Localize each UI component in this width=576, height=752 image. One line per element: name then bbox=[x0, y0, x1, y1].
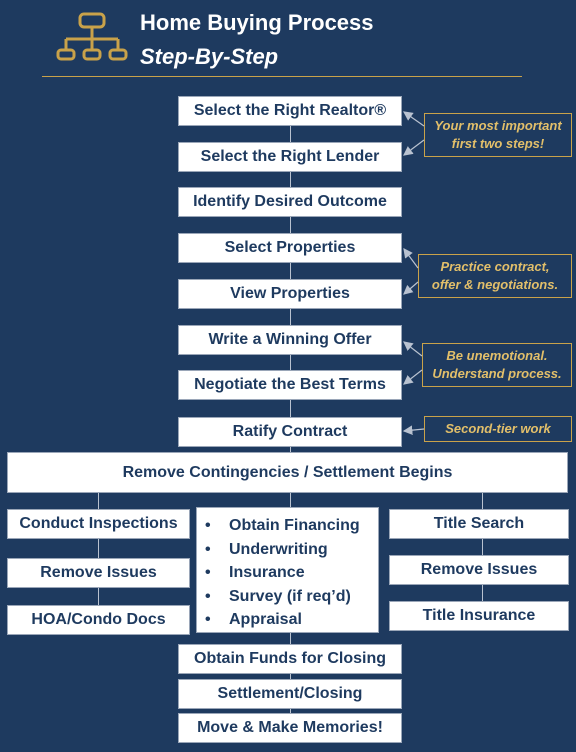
step-move-memories: Move & Make Memories! bbox=[178, 713, 402, 743]
step-write-offer: Write a Winning Offer bbox=[178, 325, 402, 355]
note-practice-contract: Practice contract,offer & negotiations. bbox=[418, 254, 572, 298]
list-item: Underwriting bbox=[197, 538, 378, 562]
header-divider bbox=[42, 76, 522, 77]
step-ratify-contract: Ratify Contract bbox=[178, 417, 402, 447]
page-subtitle: Step-By-Step bbox=[140, 44, 279, 69]
step-identify-outcome: Identify Desired Outcome bbox=[178, 187, 402, 217]
list-item: Insurance bbox=[197, 561, 378, 585]
step-title-search: Title Search bbox=[389, 509, 569, 539]
step-hoa-condo-docs: HOA/Condo Docs bbox=[7, 605, 190, 635]
flowchart-icon bbox=[56, 12, 132, 66]
step-select-properties: Select Properties bbox=[178, 233, 402, 263]
step-select-lender: Select the Right Lender bbox=[178, 142, 402, 172]
step-settlement-closing: Settlement/Closing bbox=[178, 679, 402, 709]
step-remove-issues-right: Remove Issues bbox=[389, 555, 569, 585]
connector-right bbox=[482, 493, 483, 601]
step-conduct-inspections: Conduct Inspections bbox=[7, 509, 190, 539]
step-remove-issues-left: Remove Issues bbox=[7, 558, 190, 588]
note-be-unemotional: Be unemotional.Understand process. bbox=[422, 343, 572, 387]
connector-left bbox=[98, 493, 99, 605]
step-obtain-funds: Obtain Funds for Closing bbox=[178, 644, 402, 674]
step-view-properties: View Properties bbox=[178, 279, 402, 309]
list-item: Obtain Financing bbox=[197, 514, 378, 538]
connector-lower bbox=[290, 493, 291, 507]
list-item: Appraisal bbox=[197, 608, 378, 632]
connector-bottom bbox=[290, 632, 291, 718]
step-select-realtor: Select the Right Realtor® bbox=[178, 96, 402, 126]
step-title-insurance: Title Insurance bbox=[389, 601, 569, 631]
page-title: Home Buying Process bbox=[140, 10, 374, 35]
list-item: Survey (if req’d) bbox=[197, 585, 378, 609]
note-second-tier: Second-tier work bbox=[424, 416, 572, 442]
financing-checklist: Obtain Financing Underwriting Insurance … bbox=[196, 507, 379, 633]
step-remove-contingencies: Remove Contingencies / Settlement Begins bbox=[7, 452, 568, 493]
step-negotiate-terms: Negotiate the Best Terms bbox=[178, 370, 402, 400]
